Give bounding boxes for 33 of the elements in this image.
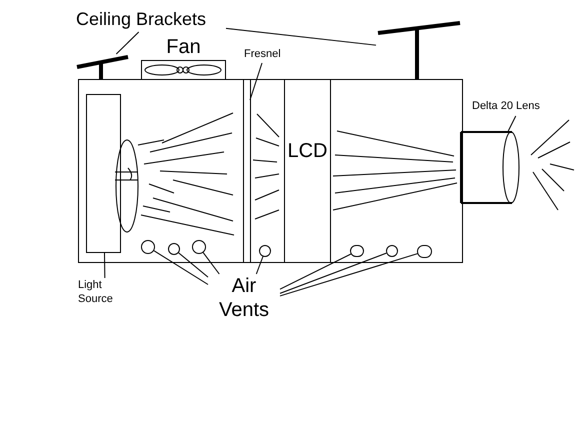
leader-line [202, 252, 220, 274]
callout-text: Delta 20 Lens [472, 99, 568, 116]
fan-label: Fan [166, 36, 201, 58]
callout-text: Fresnel [244, 47, 294, 63]
callout-text: Ceiling Brackets [76, 8, 226, 32]
leader-line [280, 253, 418, 296]
leader-line [280, 254, 352, 290]
leader-line [116, 32, 140, 54]
vent-hole [259, 245, 271, 257]
leader-line [178, 252, 208, 278]
vent-hole [386, 245, 398, 257]
leader-line [250, 62, 262, 100]
bracket-drawing [376, 20, 462, 80]
callout-text: Air Vents [208, 274, 280, 340]
bracket-drawing [75, 54, 131, 80]
leader-line [256, 256, 264, 274]
vent-hole [168, 243, 180, 255]
vent-hole [141, 240, 155, 254]
vent-hole [350, 245, 364, 257]
vent-hole [417, 245, 432, 258]
fan-box [141, 60, 226, 80]
light-source-box [86, 94, 121, 253]
lens-drawing [460, 131, 520, 204]
vent-hole [192, 240, 206, 254]
leader-line [280, 252, 387, 294]
callout-text: Light Source [78, 278, 132, 310]
leader-line [508, 116, 516, 132]
lcd-panel: LCD [284, 79, 331, 263]
leader-line [153, 250, 208, 285]
fresnel-plate [243, 79, 251, 263]
projector-housing [78, 79, 463, 263]
leader-line [104, 252, 106, 278]
leader-line [226, 28, 376, 46]
